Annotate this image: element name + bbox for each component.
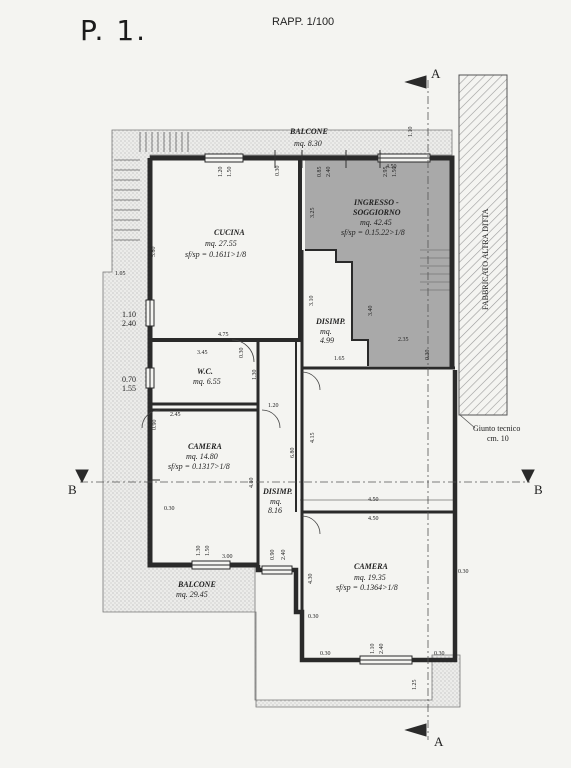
ingresso-ratio: sf/sp = 0.15.22>1/8 bbox=[341, 228, 405, 237]
balcone-top-name: BALCONE bbox=[289, 127, 328, 136]
section-mark-b-left: B bbox=[68, 482, 77, 497]
dim-110-top: 1.10 bbox=[408, 127, 414, 138]
dim-150-b: 1.50 bbox=[205, 546, 211, 557]
dim-240-b: 2.40 bbox=[379, 644, 385, 655]
balcone-top-area: mq. 8.30 bbox=[294, 139, 322, 148]
neighbouring-building bbox=[458, 74, 508, 416]
dim-030-bl: 0.30 bbox=[320, 651, 331, 657]
dim-105: 1.05 bbox=[115, 271, 126, 277]
ingresso-name2: SOGGIORNO bbox=[353, 208, 401, 217]
giunto-value: cm. 10 bbox=[487, 434, 509, 443]
dim-030-ing: 0.30 bbox=[425, 350, 431, 361]
disimp-mid-name: DISIMP. bbox=[262, 487, 292, 496]
section-mark-b-right: B bbox=[534, 482, 543, 497]
dim-030-wc: 0.30 bbox=[239, 348, 245, 359]
dim-085: 0.85 bbox=[317, 167, 323, 178]
camera-right-area: mq. 19.35 bbox=[354, 573, 386, 582]
camera-left-name: CAMERA bbox=[188, 442, 222, 451]
dim-325: 3.25 bbox=[310, 208, 316, 219]
dim-110-win: 1.10 bbox=[122, 310, 136, 319]
dim-090-cam: 0.90 bbox=[152, 420, 158, 431]
dim-580: 5.80 bbox=[151, 247, 157, 258]
cucina-area: mq. 27.55 bbox=[205, 239, 237, 248]
balcone-bottom-area: mq. 29.45 bbox=[176, 590, 208, 599]
disimp-top-area2: 4.99 bbox=[320, 336, 334, 345]
dim-030-cam: 0.30 bbox=[164, 506, 175, 512]
camera-left-area: mq. 14.80 bbox=[186, 452, 218, 461]
ingresso-name1: INGRESSO - bbox=[353, 198, 399, 207]
ingresso-highlight bbox=[305, 160, 452, 366]
dim-245: 2.45 bbox=[170, 412, 181, 418]
dim-450-b2: 4.50 bbox=[368, 516, 379, 522]
wc-area: mq. 6.55 bbox=[193, 377, 221, 386]
dim-680: 6.80 bbox=[290, 448, 296, 459]
fabbricato-label: FABBRICATO ALTRA DITTA bbox=[481, 208, 490, 310]
disimp-mid-area2: 8.16 bbox=[268, 506, 282, 515]
scale-label: RAPP. 1/100 bbox=[272, 16, 335, 28]
giunto-leader bbox=[459, 414, 476, 429]
giunto-label: Giunto tecnico bbox=[473, 424, 520, 433]
section-lines bbox=[80, 80, 530, 740]
dim-415: 4.15 bbox=[310, 433, 316, 444]
dim-340: 3.40 bbox=[368, 306, 374, 317]
dim-120-cuc: 1.20 bbox=[218, 167, 224, 178]
dim-125: 1.25 bbox=[412, 680, 418, 691]
dim-155: 1.55 bbox=[122, 384, 136, 393]
balcone-bottom-name: BALCONE bbox=[177, 580, 216, 589]
dim-120-cor: 1.20 bbox=[268, 403, 279, 409]
dim-450-ing: 4.50 bbox=[386, 164, 397, 170]
section-mark-a-top: A bbox=[431, 66, 441, 81]
dim-475: 4.75 bbox=[218, 332, 229, 338]
cucina-ratio: sf/sp = 0.1611>1/8 bbox=[185, 250, 246, 259]
dim-430: 4.30 bbox=[308, 574, 314, 585]
dim-345: 3.45 bbox=[197, 350, 208, 356]
dim-070: 0.70 bbox=[122, 375, 136, 384]
dim-150-ing: 1.50 bbox=[392, 167, 398, 178]
dim-030-br: 0.30 bbox=[308, 614, 319, 620]
dim-480: 4.80 bbox=[249, 478, 255, 489]
dim-110-b: 1.10 bbox=[370, 644, 376, 655]
camera-left-ratio: sf/sp = 0.1317>1/8 bbox=[168, 462, 230, 471]
camera-right-name: CAMERA bbox=[354, 562, 388, 571]
dim-240-ing: 2.40 bbox=[326, 167, 332, 178]
terrace-paving bbox=[102, 129, 461, 708]
cucina-name: CUCINA bbox=[214, 228, 245, 237]
wc-name: W.C. bbox=[197, 367, 213, 376]
windows bbox=[145, 153, 431, 665]
dim-165: 1.65 bbox=[334, 356, 345, 362]
disimp-top-area1: mq. bbox=[320, 327, 332, 336]
external-stairs bbox=[114, 132, 189, 241]
dim-300: 3.00 bbox=[222, 554, 233, 560]
dim-450-b1: 4.50 bbox=[368, 497, 379, 503]
dim-030-bc: 0.30 bbox=[434, 651, 445, 657]
section-mark-a-bottom: A bbox=[434, 734, 444, 749]
section-arrows bbox=[75, 75, 535, 737]
dim-030-r: 0.30 bbox=[458, 569, 469, 575]
dimension-ticks bbox=[150, 150, 455, 501]
doors bbox=[141, 339, 321, 535]
dim-240-win: 2.40 bbox=[122, 319, 136, 328]
disimp-top-name: DISIMP. bbox=[315, 317, 345, 326]
camera-right-ratio: sf/sp = 0.1364>1/8 bbox=[336, 583, 398, 592]
dim-295: 2.95 bbox=[383, 167, 389, 178]
page-label: P. 1. bbox=[80, 14, 148, 47]
dim-150-cuc: 1.50 bbox=[227, 167, 233, 178]
dim-310: 3.10 bbox=[309, 296, 315, 307]
dim-090-dis: 0.90 bbox=[270, 550, 276, 561]
disimp-mid-area1: mq. bbox=[270, 497, 282, 506]
dim-235: 2.35 bbox=[398, 337, 409, 343]
dim-130: 1.30 bbox=[252, 370, 258, 381]
dim-240-dis: 2.40 bbox=[281, 550, 287, 561]
ingresso-area: mq. 42.45 bbox=[360, 218, 392, 227]
dim-030-cuc: 0.30 bbox=[275, 166, 281, 177]
dim-130-b: 1.30 bbox=[196, 546, 202, 557]
